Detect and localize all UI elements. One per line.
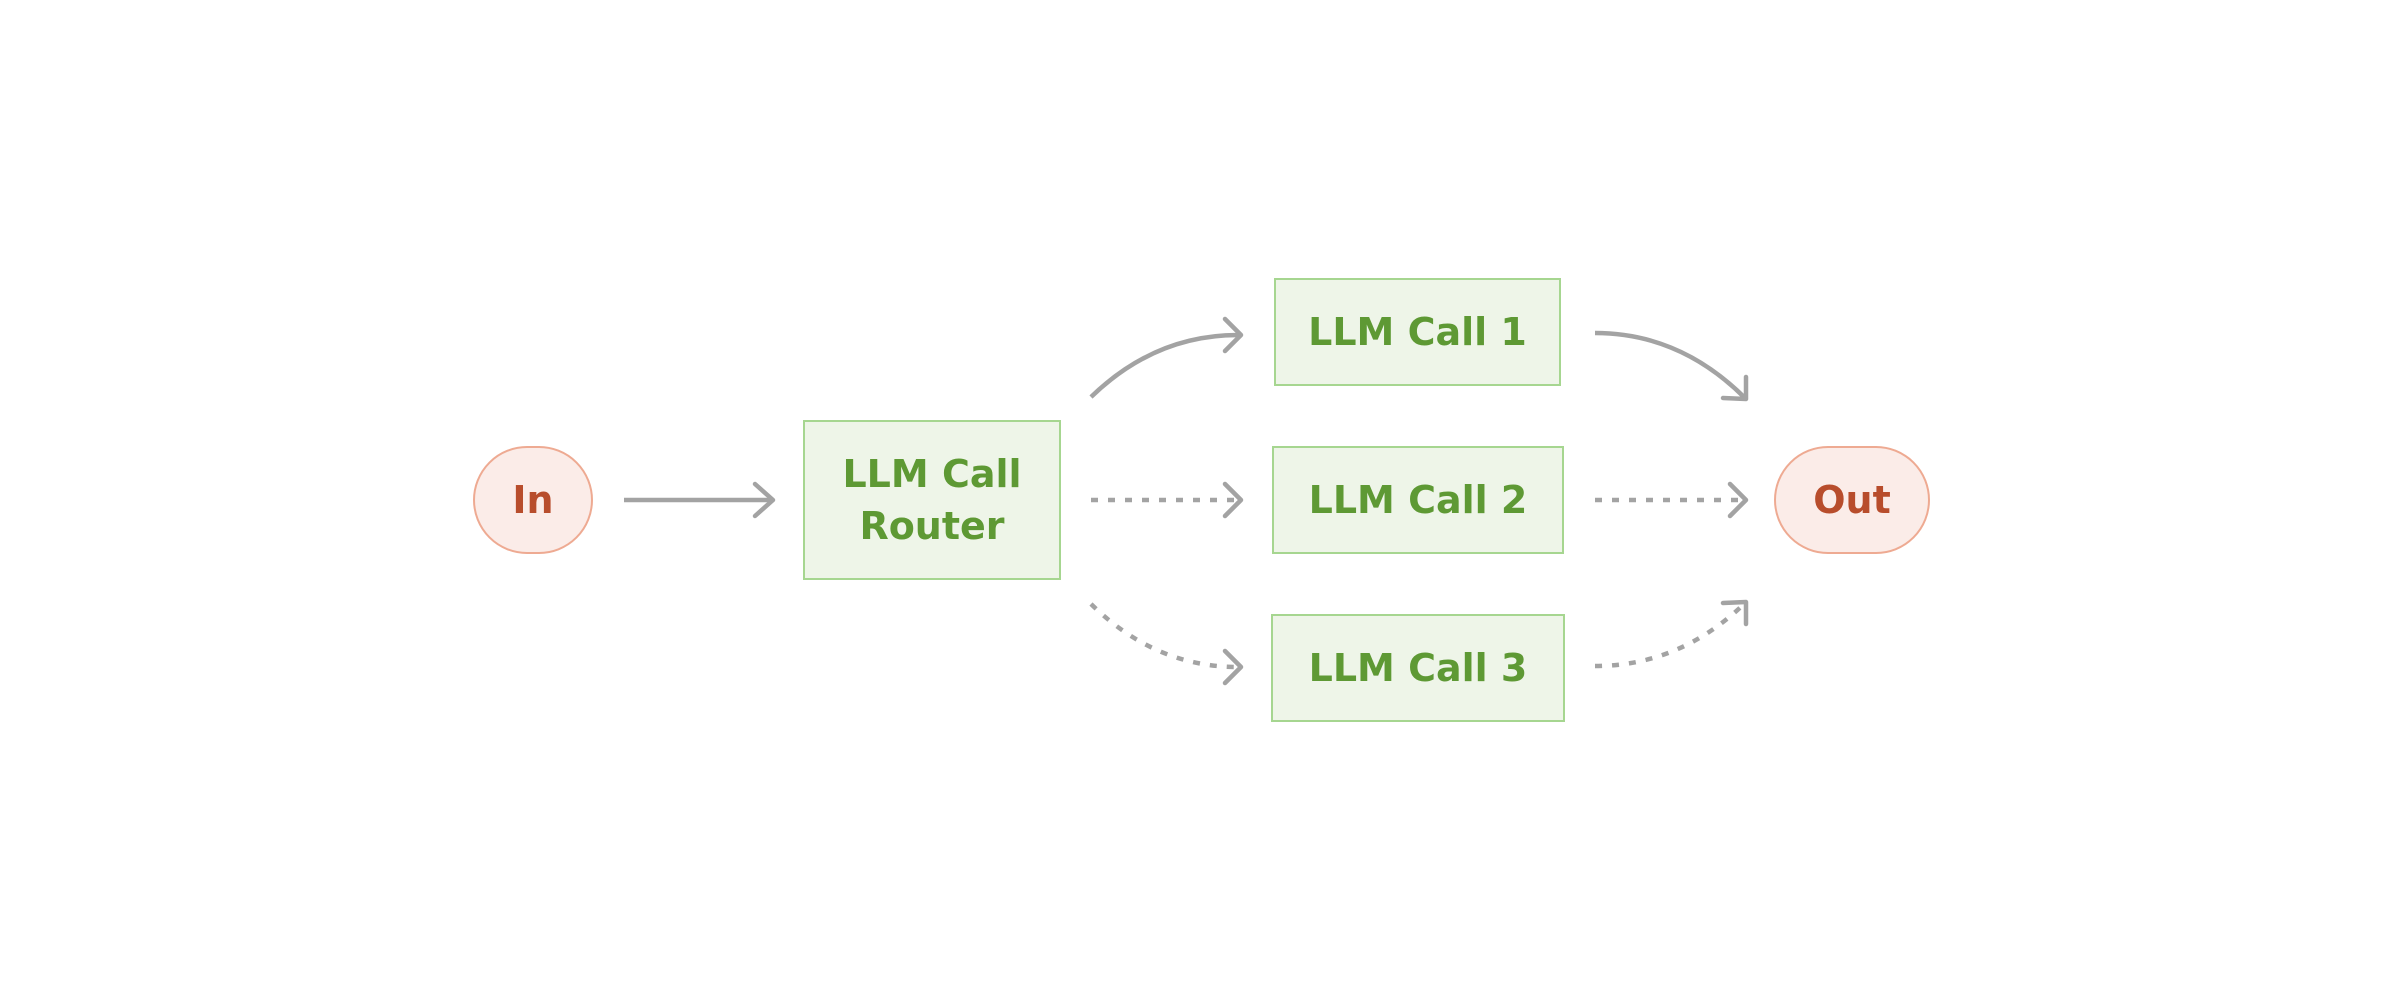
- arrowhead-icon: [1727, 481, 1749, 519]
- arrowhead-icon: [1222, 316, 1244, 354]
- llm-call-2-label: LLM Call 2: [1308, 478, 1528, 522]
- edge-call2-to-out: [1595, 481, 1749, 519]
- arrowhead-icon: [752, 481, 776, 519]
- edge-call1-to-out: [1594, 330, 1749, 402]
- router-node-label-line1: LLM Call: [842, 452, 1022, 496]
- edge-in-to-router: [624, 481, 776, 519]
- edge-call3-to-out: [1594, 599, 1749, 669]
- llm-call-2-node: LLM Call 2: [1272, 446, 1564, 554]
- arrowhead-icon: [1720, 374, 1749, 402]
- arrowhead-icon: [1720, 599, 1749, 627]
- edge-router-to-call1: [1089, 316, 1244, 399]
- llm-call-1-label: LLM Call 1: [1308, 310, 1527, 354]
- edge-router-to-call3: [1089, 602, 1244, 686]
- input-node-label: In: [512, 478, 554, 522]
- llm-call-1-node: LLM Call 1: [1274, 278, 1561, 386]
- llm-call-3-node: LLM Call 3: [1271, 614, 1565, 722]
- arrowhead-icon: [1222, 481, 1244, 519]
- edge-router-to-call2: [1091, 481, 1244, 519]
- router-node: LLM Call Router: [803, 420, 1061, 580]
- output-node: Out: [1774, 446, 1930, 554]
- input-node: In: [473, 446, 593, 554]
- router-node-label-line2: Router: [859, 504, 1005, 548]
- llm-call-3-label: LLM Call 3: [1308, 646, 1528, 690]
- output-node-label: Out: [1813, 478, 1891, 522]
- arrowhead-icon: [1222, 648, 1244, 686]
